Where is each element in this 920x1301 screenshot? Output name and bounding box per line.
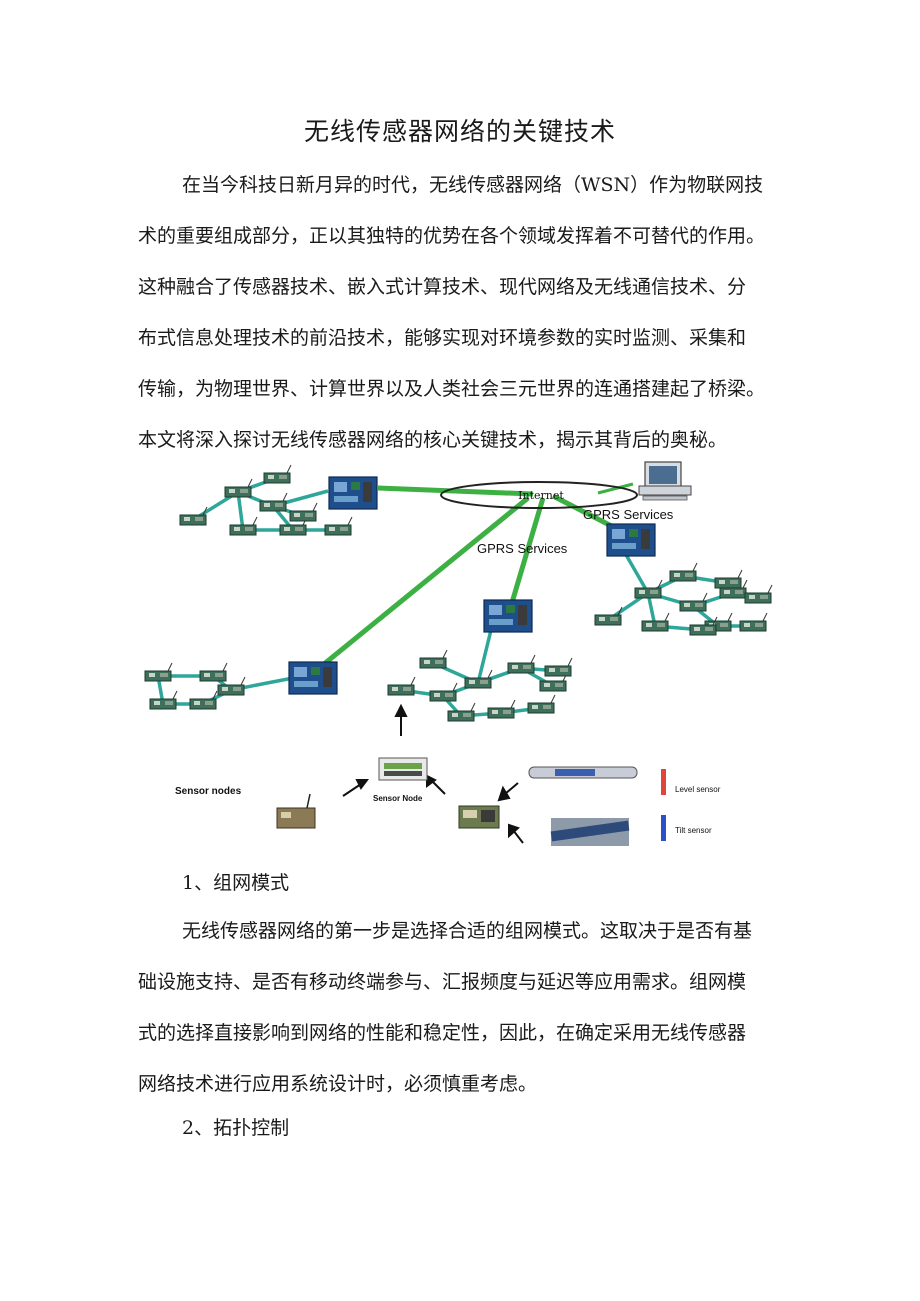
intro-line: 本文将深入探讨无线传感器网络的核心关键技术，揭示其背后的奥秘。 — [138, 429, 728, 451]
tilt-sensor-swatch — [661, 815, 666, 841]
intro-line: 这种融合了传感器技术、嵌入式计算技术、现代网络及无线通信技术、分 — [138, 276, 747, 298]
intro-line: 在当今科技日新月异的时代，无线传感器网络（WSN）作为物联网技 — [182, 174, 764, 196]
computer-icon — [638, 461, 692, 501]
section1-line: 网络技术进行应用系统设计时，必须慎重考虑。 — [138, 1073, 538, 1095]
gprs-label-left: GPRS Services — [477, 541, 568, 556]
gprs-label-right: GPRS Services — [583, 507, 674, 522]
intro-line: 术的重要组成部分，正以其独特的优势在各个领域发挥着不可替代的作用。 — [138, 225, 766, 247]
internet-cloud — [440, 481, 638, 509]
level-sensor-probe — [528, 766, 638, 779]
level-sensor-label: Level sensor — [675, 785, 721, 794]
section1-line: 式的选择直接影响到网络的性能和稳定性，因此，在确定采用无线传感器 — [138, 1022, 747, 1044]
wsn-network-diagram: Internet GPRS Services GPRS Services — [143, 458, 779, 846]
arrows — [342, 703, 524, 844]
tilt-sensor-label: Tilt sensor — [675, 826, 712, 835]
tilt-sensor-photo — [550, 818, 630, 846]
sensor-node-device — [378, 757, 428, 781]
level-sensor-swatch — [661, 769, 666, 795]
section1-paragraph: 无线传感器网络的第一步是选择合适的组网模式。这取决于是否有基 础设施支持、是否有… — [138, 916, 786, 1120]
section2-heading: 2、拓扑控制 — [182, 1117, 290, 1139]
internet-label: Internet — [518, 489, 564, 502]
sensor-node-label: Sensor Node — [373, 794, 423, 803]
document-title: 无线传感器网络的关键技术 — [303, 117, 616, 146]
section1-heading: 1、组网模式 — [182, 872, 290, 894]
intro-line: 布式信息处理技术的前沿技术，能够实现对环境参数的实时监测、采集和 — [138, 327, 747, 349]
intro-line: 传输，为物理世界、计算世界以及人类社会三元世界的连通搭建起了桥梁。 — [138, 378, 766, 400]
board-device-right — [458, 805, 500, 829]
section1-line: 无线传感器网络的第一步是选择合适的组网模式。这取决于是否有基 — [182, 920, 753, 942]
intro-paragraph: 在当今科技日新月异的时代，无线传感器网络（WSN）作为物联网技 术的重要组成部分… — [138, 170, 786, 476]
sensor-nodes-label: Sensor nodes — [175, 786, 242, 797]
board-device-left — [276, 793, 316, 829]
section1-line: 础设施支持、是否有移动终端参与、汇报频度与延迟等应用需求。组网模 — [138, 971, 747, 993]
